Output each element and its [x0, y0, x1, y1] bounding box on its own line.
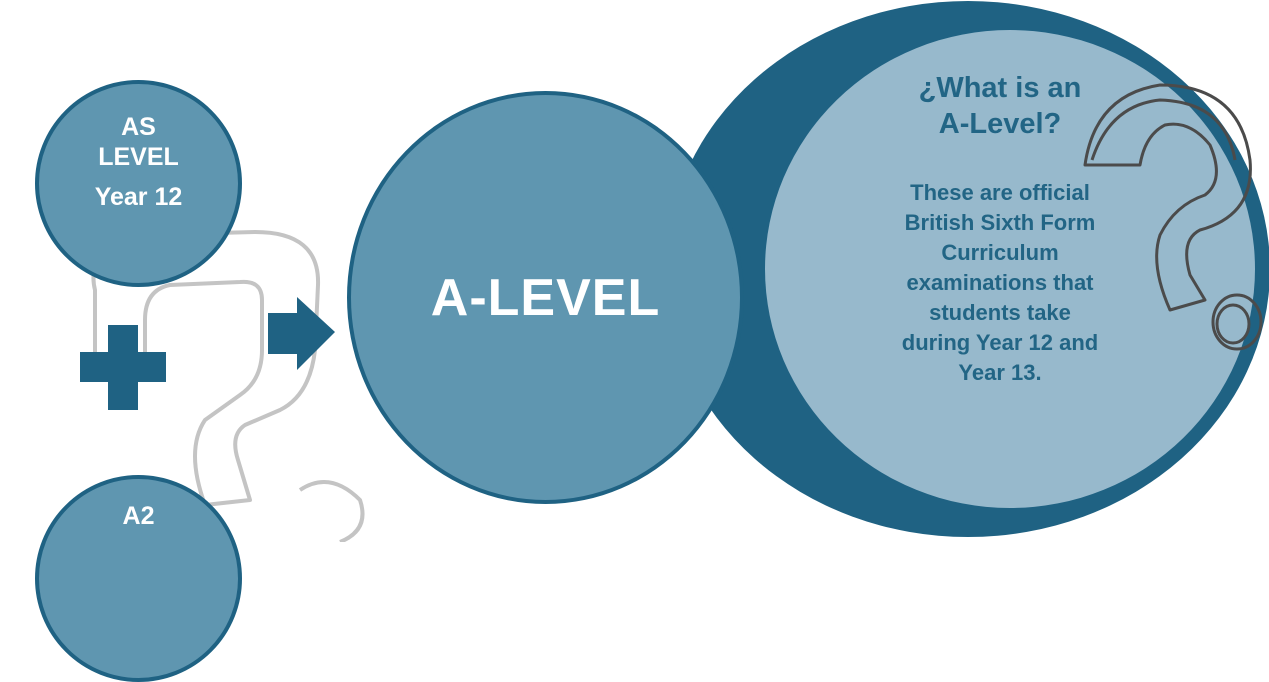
- info-body-line: students take: [929, 300, 1071, 325]
- info-body-line: Year 13.: [958, 360, 1042, 385]
- info-body: These are official British Sixth Form Cu…: [835, 178, 1165, 388]
- info-body-line: during Year 12 and: [901, 330, 1099, 355]
- a2-level-circle: A2: [35, 475, 242, 682]
- as-level-line2: LEVEL: [98, 143, 179, 171]
- a-level-circle: A-LEVEL: [347, 91, 744, 504]
- a-level-label: A-LEVEL: [430, 268, 661, 327]
- info-question-line1: ¿What is an: [918, 72, 1082, 104]
- diagram-background: [80, 1, 1269, 542]
- info-panel: ¿What is an A-Level? These are official …: [835, 70, 1165, 388]
- question-mark-icon: [1083, 83, 1263, 351]
- info-body-line: Curriculum: [941, 240, 1059, 265]
- as-level-line1: AS: [121, 113, 156, 141]
- as-level-circle: AS LEVEL Year 12: [35, 80, 242, 287]
- info-body-line: examinations that: [906, 270, 1094, 295]
- info-question-line2: A-Level?: [938, 108, 1062, 140]
- info-body-line: British Sixth Form: [904, 210, 1096, 235]
- a2-level-line1: A2: [122, 502, 155, 530]
- info-body-line: These are official: [910, 180, 1090, 205]
- arrow-right-icon: [268, 297, 335, 370]
- background-question-mark-icon: [91, 230, 365, 542]
- as-level-year: Year 12: [94, 183, 183, 211]
- plus-icon: [80, 325, 166, 410]
- info-ellipse: [765, 30, 1255, 508]
